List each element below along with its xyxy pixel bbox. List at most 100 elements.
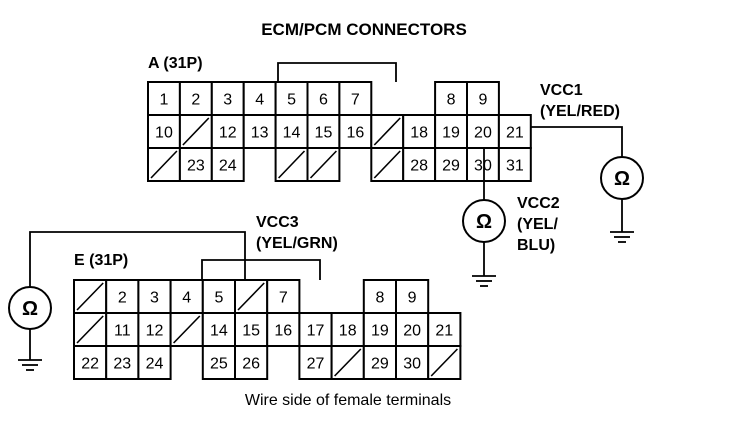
pin-number: 28 xyxy=(410,158,428,175)
connector-a-pin-cell xyxy=(306,147,341,182)
connector-e-pin-cell: 24 xyxy=(137,345,172,380)
connector-a-pin-cell: 19 xyxy=(434,114,469,149)
connector-a-pin-cell: 12 xyxy=(210,114,245,149)
connector-a-pin-cell: 18 xyxy=(402,114,437,149)
pin-number: 12 xyxy=(146,323,164,340)
wiring xyxy=(29,62,623,360)
svg-text:Ω: Ω xyxy=(22,298,38,320)
vcc1-ground-icon xyxy=(610,231,634,243)
connector-a-pin-cell xyxy=(370,147,405,182)
connector-a-pin-cell: 5 xyxy=(274,81,309,116)
vcc3-wire-color: (YEL/GRN) xyxy=(256,235,338,252)
connector-a-pin-cell: 1 xyxy=(147,81,181,116)
pin-number: 9 xyxy=(408,290,417,307)
vcc1-ohmmeter-icon: Ω xyxy=(600,156,644,200)
pin-number: 30 xyxy=(403,356,421,373)
pin-number: 25 xyxy=(210,356,228,373)
connector-e-pin-cell: 8 xyxy=(362,279,397,314)
pin-number: 23 xyxy=(187,158,205,175)
connector-e-pin-cell: 21 xyxy=(427,312,462,347)
vcc2-label: VCC2 xyxy=(517,195,560,212)
vcc3-wire xyxy=(29,231,246,287)
connector-e-pin-cell: 7 xyxy=(266,279,301,314)
connector-e-pin-cell: 3 xyxy=(137,279,172,314)
vcc3-ohmmeter-icon: Ω xyxy=(8,286,52,330)
connector-a-jumper-wire xyxy=(277,62,397,82)
connector-a-label: A (31P) xyxy=(148,55,203,72)
connector-a-pin-cell: 2 xyxy=(178,81,213,116)
pin-number: 7 xyxy=(351,92,360,109)
pin-number: 6 xyxy=(319,92,328,109)
connector-a-pin-cell: 24 xyxy=(210,147,245,182)
connector-e-pin-cell: 16 xyxy=(266,312,301,347)
pin-number: 18 xyxy=(410,125,428,142)
pin-number: 24 xyxy=(146,356,164,373)
vcc2-wire-color-line1: (YEL/ xyxy=(517,216,558,233)
connector-e-pin-cell: 23 xyxy=(105,345,140,380)
pin-number: 2 xyxy=(118,290,127,307)
connector-e-pin-cell: 11 xyxy=(105,312,140,347)
pin-number: 29 xyxy=(442,158,460,175)
vcc1-wire-color: (YEL/RED) xyxy=(540,103,620,120)
connector-a-pin-cell xyxy=(178,114,213,149)
pin-number: 16 xyxy=(346,125,364,142)
pin-number: 8 xyxy=(447,92,456,109)
connector-a-pin-cell: 30 xyxy=(466,147,500,182)
connector-a-pin-cell xyxy=(274,147,309,182)
connector-e-pin-cell xyxy=(427,345,462,380)
connector-a-pin-cell xyxy=(147,147,181,182)
pin-number: 18 xyxy=(339,323,357,340)
pin-number: 19 xyxy=(371,323,389,340)
connector-e-pin-cell: 22 xyxy=(73,345,108,380)
connector-e-pin-cell: 12 xyxy=(137,312,172,347)
connector-e-pin-cell: 19 xyxy=(362,312,397,347)
connector-e-pin-cell: 17 xyxy=(298,312,333,347)
connector-a-pin-cell: 6 xyxy=(306,81,341,116)
pin-number: 15 xyxy=(315,125,333,142)
vcc3-label: VCC3 xyxy=(256,214,299,231)
vcc1-label: VCC1 xyxy=(540,82,583,99)
connector-e-pin-cell: 5 xyxy=(201,279,237,314)
pin-number: 3 xyxy=(223,92,232,109)
pin-number: 27 xyxy=(307,356,325,373)
connector-e-pin-cell xyxy=(234,279,269,314)
pin-number: 17 xyxy=(307,323,325,340)
pin-number: 19 xyxy=(442,125,460,142)
pin-number: 11 xyxy=(114,323,131,340)
pin-number: 4 xyxy=(255,92,264,109)
pin-number: 7 xyxy=(279,290,288,307)
connector-a-pin-cell: 14 xyxy=(274,114,309,149)
pin-number: 20 xyxy=(474,125,492,142)
vcc2-wire-color-line2: BLU) xyxy=(517,237,555,254)
pin-number: 13 xyxy=(251,125,269,142)
vcc2-ground-icon xyxy=(472,275,496,287)
connector-e-pin-cell xyxy=(330,345,365,380)
pin-number: 2 xyxy=(191,92,200,109)
pin-number: 23 xyxy=(113,356,131,373)
connector-e-jumper-wire xyxy=(201,259,321,280)
pin-number: 22 xyxy=(81,356,99,373)
pin-number: 30 xyxy=(474,158,492,175)
pin-number: 21 xyxy=(435,323,453,340)
pin-number: 12 xyxy=(219,125,237,142)
pin-number: 16 xyxy=(274,323,292,340)
connector-a-pin-cell: 8 xyxy=(434,81,469,116)
connector-a-pin-cell: 23 xyxy=(178,147,213,182)
connector-e-pin-cell: 26 xyxy=(234,345,269,380)
connector-e-pin-cell: 15 xyxy=(234,312,269,347)
pin-number: 21 xyxy=(506,125,524,142)
pin-number: 10 xyxy=(155,125,173,142)
connector-e-pin-cell: 18 xyxy=(330,312,365,347)
connector-a-pin-cell xyxy=(370,114,405,149)
connector-e-pin-cell xyxy=(73,279,108,314)
connector-a-pin-cell: 4 xyxy=(242,81,277,116)
connector-a-pin-cell: 29 xyxy=(434,147,469,182)
connector-e-pin-cell: 30 xyxy=(395,345,430,380)
ground-symbols xyxy=(18,231,634,371)
connector-e-pin-cell xyxy=(169,312,204,347)
vcc2-ohmmeter-icon: Ω xyxy=(462,199,506,243)
pin-number: 20 xyxy=(403,323,421,340)
connector-e-pin-cell: 14 xyxy=(201,312,237,347)
